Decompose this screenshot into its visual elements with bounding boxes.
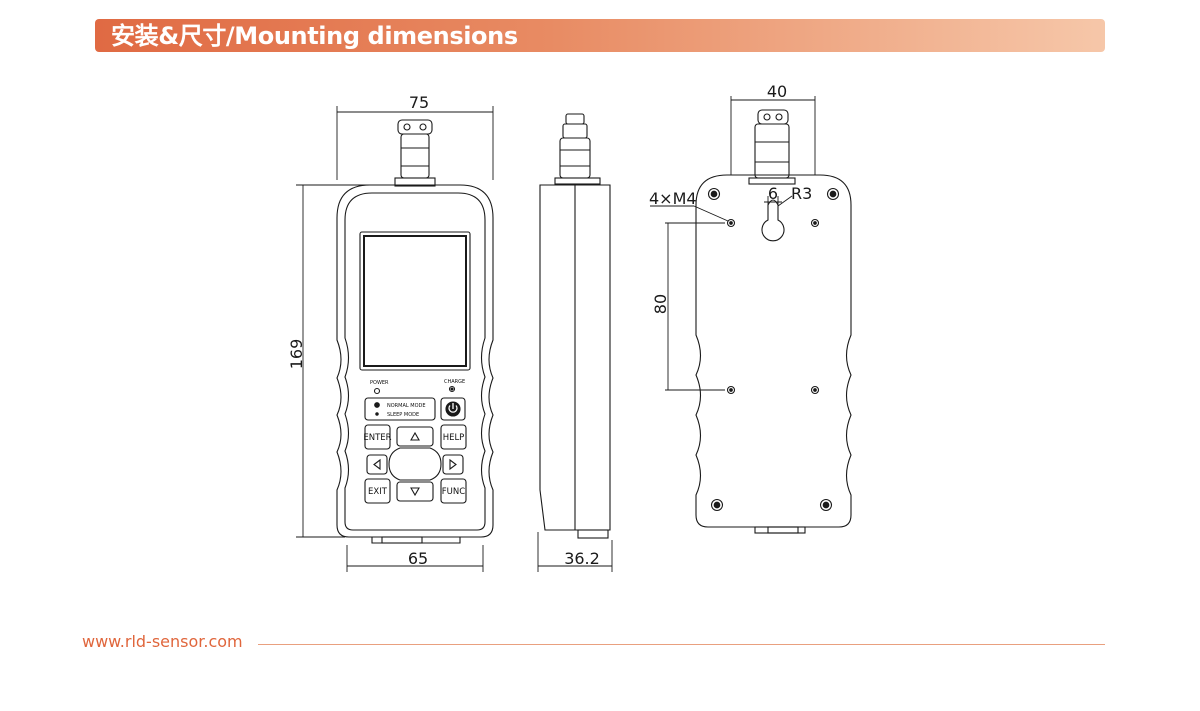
up-button[interactable] [396,426,434,447]
back-body-outer [695,174,852,528]
front-dimensions [296,106,494,572]
front-body-outer [336,184,494,538]
side-dimensions [537,532,613,572]
func-button[interactable] [440,478,467,504]
charge-led-icon [448,385,456,393]
mode-panel [364,397,436,421]
footer-divider [258,644,1105,645]
title-bar: 安装&尺寸/Mounting dimensions [95,19,1105,52]
dim-height: 169 [287,339,306,370]
front-view [336,119,494,544]
front-body-inner [344,192,486,531]
down-arrow-icon [410,487,420,497]
corner-screw-icon [707,187,840,512]
left-button[interactable] [366,454,388,475]
sleep-mode-label: SLEEP MODE [387,412,419,418]
back-view [695,109,852,534]
keyhole-slot [761,199,785,242]
help-button[interactable] [440,424,467,450]
help-button-label: HELP [443,433,465,443]
dim-depth: 36.2 [564,549,600,568]
dim-radius: R3 [791,184,812,203]
exit-button-label: EXIT [368,487,388,497]
footer-url[interactable]: www.rld-sensor.com [82,632,243,651]
dim-top-width: 40 [767,82,787,101]
dim-overall-width: 75 [409,93,429,112]
screw-hole-icon [726,218,820,395]
page-title: 安装&尺寸/Mounting dimensions [111,22,518,50]
right-button[interactable] [442,454,464,475]
left-arrow-icon [373,458,381,471]
down-button[interactable] [396,481,434,502]
power-button[interactable] [440,397,466,421]
func-button-label: FUNC [442,487,465,497]
dim-body-width: 65 [408,549,428,568]
right-arrow-icon [449,458,457,471]
up-arrow-icon [410,431,420,441]
dim-screws: 4×M4 [649,189,697,208]
screen [359,231,471,371]
power-led-icon [373,387,381,395]
front-connector [394,119,436,187]
charge-label: CHARGE [444,379,465,385]
enter-button-label: ENTER [363,433,391,443]
enter-button[interactable] [364,424,391,450]
dim-slot-width: 6 [768,184,778,203]
power-label: POWER [370,380,389,386]
dim-hole-spacing: 80 [651,294,670,314]
back-dimensions [650,96,816,391]
nav-ring [388,447,442,481]
normal-mode-label: NORMAL MODE [387,403,426,409]
side-view [539,113,611,539]
exit-button[interactable] [364,478,391,504]
